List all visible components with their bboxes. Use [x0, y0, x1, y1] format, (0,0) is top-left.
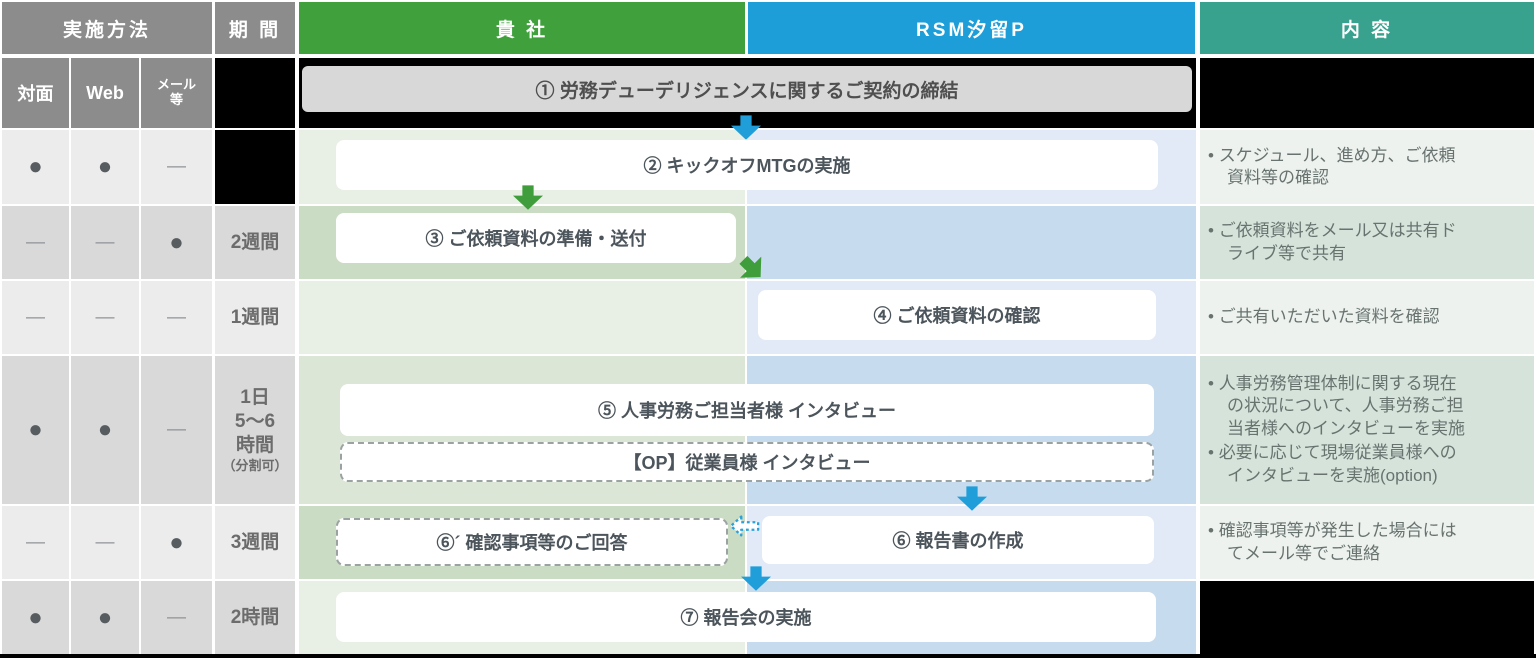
mark-r2-mail: —	[141, 130, 212, 204]
mark-r4-web: —	[71, 281, 139, 354]
step-box-5: ⑤ 人事労務ご担当者様 インタビュー	[340, 384, 1154, 436]
mark-r7-web: ●	[71, 581, 139, 654]
mark-r3-web: —	[71, 206, 139, 279]
step-box-2: ② キックオフMTGの実施	[336, 140, 1158, 190]
mark-r6-web: —	[71, 506, 139, 579]
period-r5: 1日 5〜6 時間 （分割可）	[215, 356, 295, 504]
flow-bg-rsm-r3	[746, 206, 1196, 279]
content-bullet: ご共有いただいた資料を確認	[1208, 306, 1530, 328]
mark-r5-web: ●	[71, 356, 139, 504]
step-box-7: ⑦ 報告会の実施	[336, 592, 1156, 642]
blackout-content-row1	[1200, 58, 1534, 128]
header-content: 内 容	[1200, 2, 1534, 54]
arrow-down-blue-step6-to-7	[741, 566, 771, 591]
content-cell-r4: ご共有いただいた資料を確認	[1200, 281, 1534, 354]
mark-r6-taimen: —	[2, 506, 69, 579]
step-box-3: ③ ご依頼資料の準備・送付	[336, 213, 736, 263]
subheader-mail: メール 等	[141, 58, 212, 128]
step-box-5-option: 【OP】従業員様 インタビュー	[340, 442, 1154, 482]
mark-r4-taimen: —	[2, 281, 69, 354]
blackout-period-row2	[215, 130, 295, 204]
arrow-down-blue-step1-to-2	[731, 115, 761, 140]
period-r3: 2週間	[215, 206, 295, 279]
mark-r2-taimen: ●	[2, 130, 69, 204]
period-r5-note: （分割可）	[222, 457, 288, 473]
step-box-6-dash: ⑥´ 確認事項等のご回答	[336, 518, 728, 566]
mark-r3-mail: ●	[141, 206, 212, 279]
content-cell-r3: ご依頼資料をメール又は共有ド ライブ等で共有	[1200, 206, 1534, 279]
arrow-down-green-step2-to-3	[513, 185, 543, 210]
mark-r5-taimen: ●	[2, 356, 69, 504]
content-bullet: スケジュール、進め方、ご依頼 資料等の確認	[1208, 145, 1530, 190]
header-company: 貴 社	[299, 2, 745, 54]
content-cell-r6: 確認事項等が発生した場合には てメール等でご連絡	[1200, 506, 1534, 579]
mark-r5-mail: —	[141, 356, 212, 504]
blackout-content-row7	[1200, 581, 1534, 654]
flow-bg-company-r4	[299, 281, 746, 354]
step-box-6: ⑥ 報告書の作成	[762, 516, 1154, 564]
period-r4: 1週間	[215, 281, 295, 354]
mark-r7-mail: —	[141, 581, 212, 654]
mark-r4-mail: —	[141, 281, 212, 354]
header-rsm: RSM汐留P	[748, 2, 1195, 54]
content-cell-r5: 人事労務管理体制に関する現在 の状況について、人事労務ご担 当者様へのインタビュ…	[1200, 356, 1534, 504]
mark-r7-taimen: ●	[2, 581, 69, 654]
period-r7: 2時間	[215, 581, 295, 654]
content-bullet: ご依頼資料をメール又は共有ド ライブ等で共有	[1208, 220, 1530, 265]
header-method: 実施方法	[2, 2, 212, 54]
step-box-4: ④ ご依頼資料の確認	[758, 290, 1156, 340]
content-cell-r2: スケジュール、進め方、ご依頼 資料等の確認	[1200, 130, 1534, 204]
mark-r6-mail: ●	[141, 506, 212, 579]
period-r6: 3週間	[215, 506, 295, 579]
content-bullet: 確認事項等が発生した場合には てメール等でご連絡	[1208, 520, 1530, 565]
mark-r3-taimen: —	[2, 206, 69, 279]
step-box-1: ① 労務デューデリジェンスに関するご契約の締結	[302, 66, 1192, 112]
subheader-taimen: 対面	[2, 58, 69, 128]
content-bullet: 必要に応じて現場従業員様への インタビューを実施(option)	[1208, 442, 1530, 487]
period-r5-main: 1日 5〜6 時間	[234, 387, 276, 456]
header-period: 期 間	[215, 2, 295, 54]
bottom-black-bar	[0, 654, 1536, 658]
mark-r2-web: ●	[71, 130, 139, 204]
arrow-down-blue-step5-to-6	[957, 486, 987, 511]
subheader-web: Web	[71, 58, 139, 128]
arrow-diagonal-green-step3-to-4	[733, 249, 772, 288]
blackout-period-row1	[215, 58, 295, 128]
content-bullet: 人事労務管理体制に関する現在 の状況について、人事労務ご担 当者様へのインタビュ…	[1208, 373, 1530, 440]
arrow-left-dotted-blue-step6-to-6dash	[729, 511, 761, 541]
